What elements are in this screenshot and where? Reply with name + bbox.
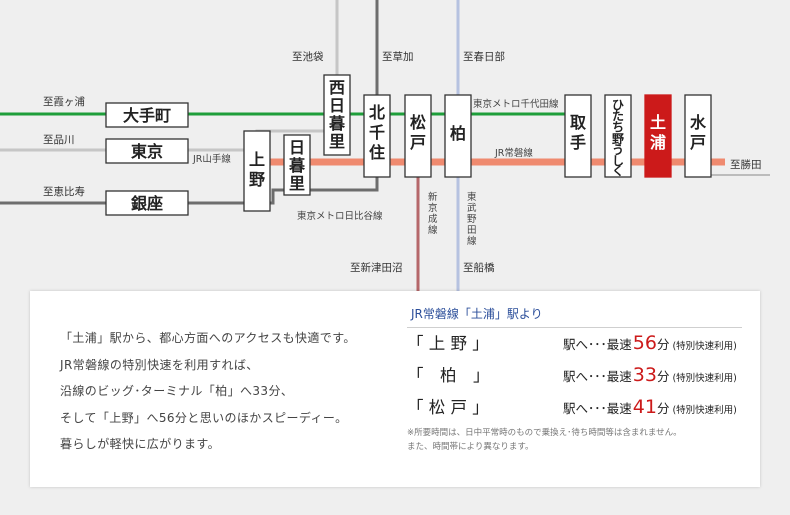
station-matsudo: 松 戸 [404, 94, 432, 178]
direction-ebisu: 至恵比寿 [43, 185, 85, 198]
description-line: JR常磐線の特別快速を利用すれば、 [60, 357, 259, 372]
rapid-note: (特別快速利用) [672, 373, 737, 384]
station-ueno: 上 野 [243, 130, 271, 212]
station-tsuchiura: 土 浦 [644, 94, 672, 178]
rapid-note: (特別快速利用) [672, 341, 737, 352]
rapid-note: (特別快速利用) [672, 405, 737, 416]
svg-text:う: う [612, 143, 624, 157]
description-line: 沿線のビッグ･ターミナル「柏」へ33分、 [60, 384, 294, 398]
minutes: 56 [632, 332, 657, 354]
svg-text:暮: 暮 [288, 156, 306, 175]
direction-shinagawa: 至品川 [43, 134, 75, 146]
svg-text:た: た [612, 109, 624, 123]
minutes-unit: 分 [656, 337, 670, 352]
direction-shintsudanuma: 至新津田沼 [350, 261, 403, 274]
description-line: 暮らしが軽快に広がります。 [60, 437, 221, 451]
label-joban-line: JR常磐線 [494, 147, 533, 159]
direction-soka: 至草加 [382, 51, 414, 63]
svg-text:浦: 浦 [650, 133, 666, 152]
station-toride: 取 手 [564, 94, 592, 178]
svg-text:西: 西 [329, 78, 345, 97]
svg-text:北: 北 [369, 103, 385, 122]
station-mito: 水 戸 [684, 94, 712, 178]
station-nippori: 日 暮 里 [283, 134, 311, 196]
route-map: 至霞ヶ浦 至品川 至恵比寿 至池袋 至草加 至春日部 至勝田 至新津田沼 至船橋… [0, 0, 770, 292]
travel-time-row: 「 上 野 」 駅へ･･･最速 56 分 (特別快速利用) [407, 330, 742, 360]
footnote: ※所要時間は、日中平常時のもので乗換え･待ち時間等は含まれません。 また、時間帯… [407, 426, 742, 454]
svg-text:住: 住 [369, 143, 385, 162]
label-shinkeisei-line: 新 京 成 線 [428, 191, 441, 236]
svg-text:日: 日 [329, 96, 345, 115]
svg-text:野: 野 [612, 132, 624, 146]
svg-text:取: 取 [570, 113, 586, 132]
description-line: 「土浦」駅から、都心方面へのアクセスも快適です。 [60, 331, 356, 345]
station-kitasenju: 北 千 住 [363, 94, 391, 178]
label-yamanote-line: JR山手線 [192, 153, 231, 165]
svg-text:手: 手 [570, 133, 586, 152]
svg-text:戸: 戸 [410, 133, 426, 152]
station-kashiwa: 柏 [444, 94, 472, 178]
svg-text:里: 里 [289, 174, 305, 193]
svg-text:里: 里 [329, 132, 345, 151]
minutes: 33 [632, 364, 657, 386]
svg-text:松: 松 [410, 113, 426, 132]
access-info-panel: 「土浦」駅から、都心方面へのアクセスも快適です。 JR常磐線の特別快速を利用すれ… [30, 291, 760, 487]
svg-text:暮: 暮 [328, 114, 346, 133]
svg-text:野: 野 [249, 170, 265, 189]
station-hitachinoushiku: ひ た ち 野 う し く [604, 94, 632, 178]
label-chiyoda-line: 東京メトロ千代田線 [473, 98, 559, 110]
destination: 「 上 野 」 [407, 334, 489, 353]
svg-text:水: 水 [690, 113, 707, 132]
station-nishinippori: 西 日 暮 里 [323, 74, 351, 156]
svg-text:ち: ち [612, 120, 624, 134]
station-tokyo: 東京 [105, 138, 189, 164]
direction-kasumigaura: 至霞ヶ浦 [43, 95, 85, 108]
svg-text:土: 土 [650, 113, 666, 132]
svg-text:ひ: ひ [612, 98, 624, 112]
access-description: 「土浦」駅から、都心方面へのアクセスも快適です。 JR常磐線の特別快速を利用すれ… [60, 325, 410, 458]
direction-ikebukuro: 至池袋 [292, 50, 324, 63]
time-label: 駅へ･･･最速 [563, 337, 632, 352]
minutes: 41 [632, 396, 657, 418]
svg-text:銀座: 銀座 [131, 194, 163, 213]
minutes-unit: 分 [656, 401, 670, 416]
travel-times: JR常磐線「土浦」駅より 「 上 野 」 駅へ･･･最速 56 分 (特別快速利… [407, 305, 742, 454]
direction-kasukabe: 至春日部 [463, 50, 505, 63]
svg-text:柏: 柏 [450, 124, 466, 143]
travel-time-row: 「 松 戸 」 駅へ･･･最速 41 分 (特別快速利用) [407, 394, 742, 424]
destination: 「 柏 」 [407, 366, 490, 385]
destination: 「 松 戸 」 [407, 398, 489, 417]
station-otemachi: 大手町 [105, 102, 189, 128]
svg-text:上: 上 [249, 150, 265, 169]
travel-time-row: 「 柏 」 駅へ･･･最速 33 分 (特別快速利用) [407, 362, 742, 392]
time-label: 駅へ･･･最速 [563, 369, 632, 384]
footnote-line: ※所要時間は、日中平常時のもので乗換え･待ち時間等は含まれません。 [407, 428, 682, 438]
svg-text:し: し [612, 154, 624, 168]
travel-times-title: JR常磐線「土浦」駅より [407, 305, 742, 328]
description-line: そして「上野」へ56分と思いのほかスピーディー。 [60, 410, 348, 425]
label-hibiya-line: 東京メトロ日比谷線 [297, 210, 383, 222]
direction-katsuta: 至勝田 [730, 158, 762, 171]
svg-text:く: く [612, 164, 624, 178]
svg-text:戸: 戸 [690, 133, 706, 152]
minutes-unit: 分 [656, 369, 670, 384]
svg-text:大手町: 大手町 [123, 106, 171, 125]
station-ginza: 銀座 [105, 190, 189, 216]
svg-text:日: 日 [289, 138, 305, 157]
direction-funabashi: 至船橋 [463, 261, 495, 274]
footnote-line: また、時間帯により異なります。 [407, 442, 534, 452]
svg-text:東京: 東京 [131, 142, 163, 161]
label-tobunoda-line: 東 武 野 田 線 [467, 191, 480, 247]
time-label: 駅へ･･･最速 [563, 401, 632, 416]
svg-text:千: 千 [369, 123, 385, 142]
